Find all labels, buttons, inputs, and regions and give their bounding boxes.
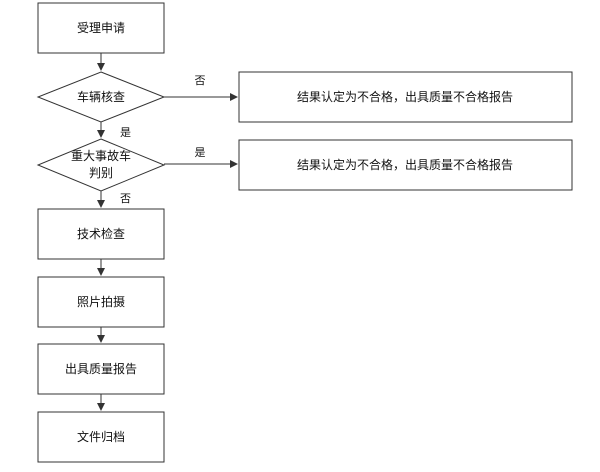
tech-check-label: 技术检查 — [77, 226, 125, 241]
accident-label-line1: 重大事故车 — [71, 148, 131, 163]
accident-label-line2: 判别 — [89, 166, 113, 180]
apply-step-label: 受理申请 — [77, 21, 125, 35]
fail-result-box-2: 结果认定为不合格，出具质量不合格报告 — [238, 139, 573, 191]
vehicle-check-decision: 车辆核查 — [36, 71, 166, 123]
apply-step: 受理申请 — [37, 2, 165, 54]
fail-result-box-1: 结果认定为不合格，出具质量不合格报告 — [238, 71, 573, 123]
archive-label: 文件归档 — [77, 429, 125, 444]
report-step: 出具质量报告 — [37, 343, 165, 395]
edge-label-vehicle-yes: 是 — [120, 126, 131, 139]
edge-label-accident-yes: 是 — [195, 146, 206, 159]
tech-check-step: 技术检查 — [37, 208, 165, 260]
vehicle-check-label: 车辆核查 — [77, 89, 125, 104]
photo-label: 照片拍摄 — [77, 294, 125, 309]
photo-step: 照片拍摄 — [37, 276, 165, 328]
fail-result-label-1: 结果认定为不合格，出具质量不合格报告 — [297, 89, 513, 104]
edge-label-vehicle-no: 否 — [195, 74, 206, 87]
report-label: 出具质量报告 — [65, 361, 137, 376]
archive-step: 文件归档 — [37, 411, 165, 463]
accident-decision: 重大事故车 判别 — [36, 138, 166, 192]
edge-label-accident-no: 否 — [120, 192, 131, 205]
fail-result-label-2: 结果认定为不合格，出具质量不合格报告 — [297, 157, 513, 172]
